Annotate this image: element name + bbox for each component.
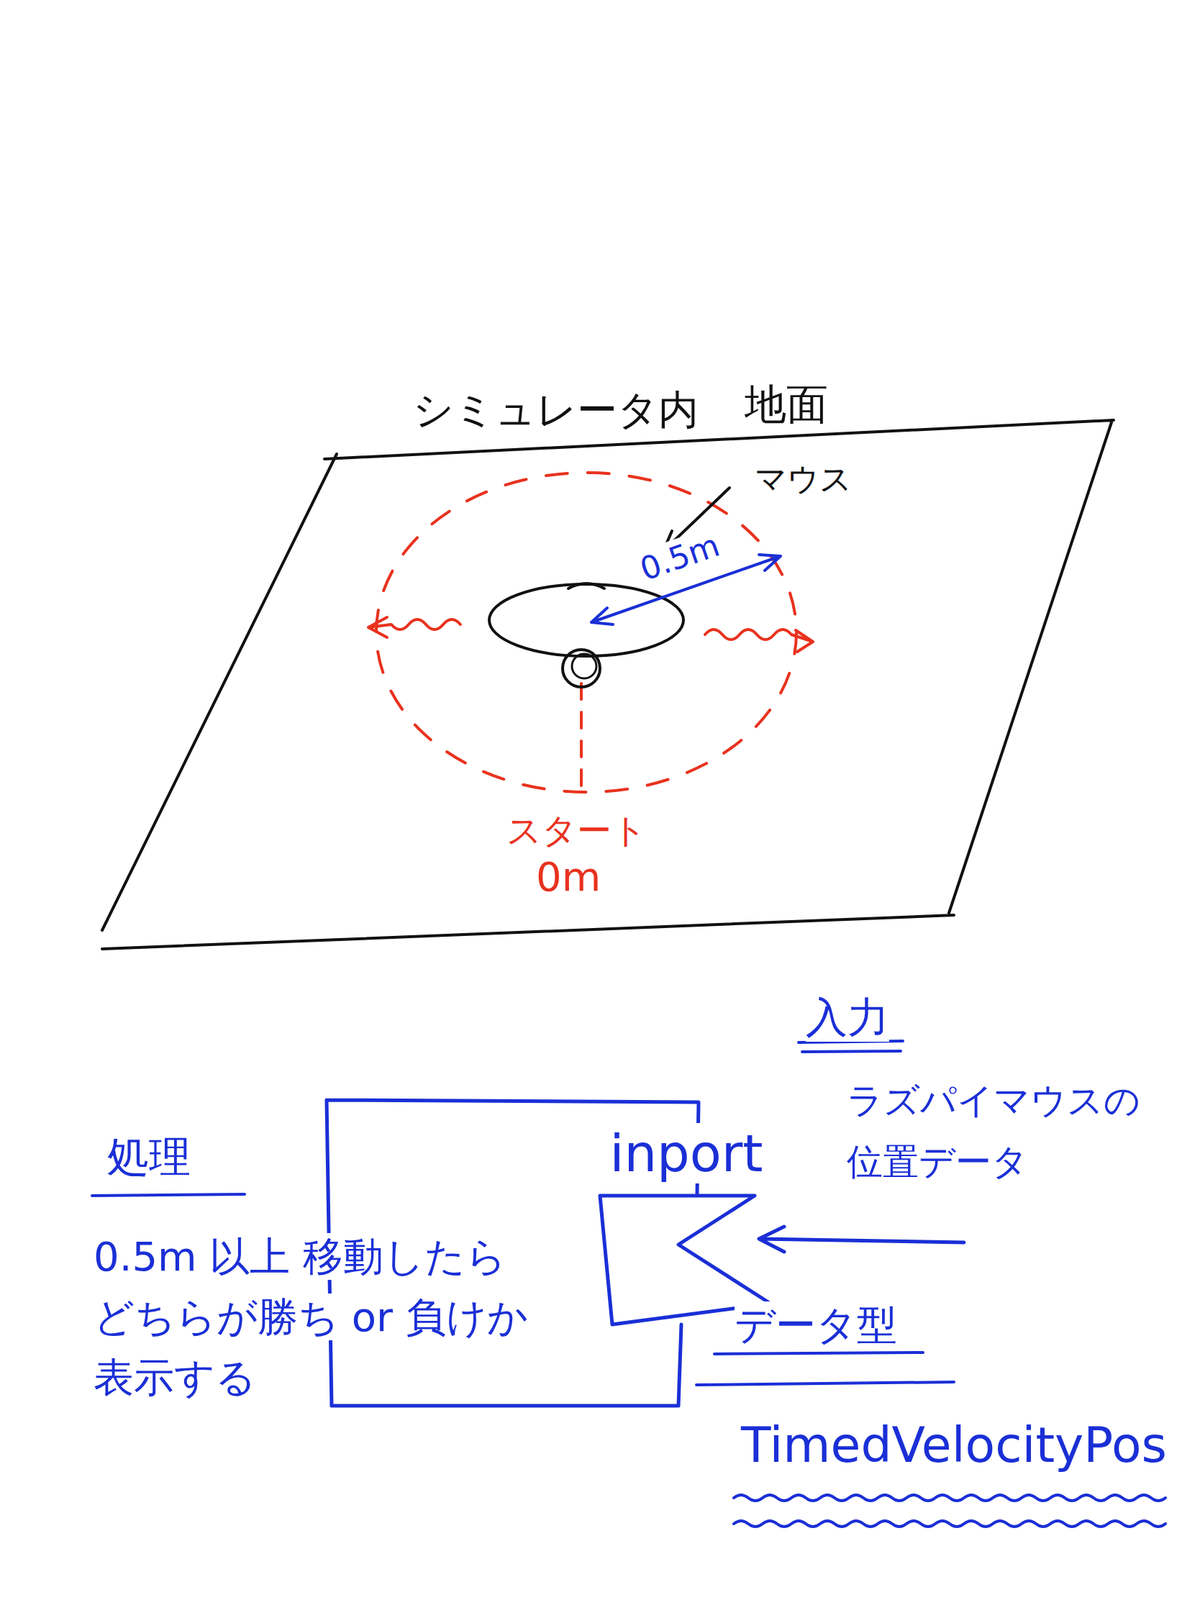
ground-plane xyxy=(102,420,1114,949)
label: スタート xyxy=(506,810,647,852)
port-label: inport xyxy=(609,1123,763,1184)
label: 0.5m 以上 移動したら どちらが勝ち or 負けか 表示する xyxy=(93,1226,557,1408)
label-text: 地面 xyxy=(744,379,829,429)
label: データ型 xyxy=(734,1300,898,1349)
mouse-top xyxy=(568,583,605,589)
label-text: 処理 xyxy=(107,1132,191,1182)
label-text: TimedVelocityPos xyxy=(741,1416,1167,1474)
label-text: 0.5m 以上 移動したら どちらが勝ち or 負けか 表示する xyxy=(93,1233,529,1401)
label: TimedVelocityPos xyxy=(741,1415,1167,1475)
label-text: シミュレータ内 xyxy=(412,386,699,434)
wavy-arrow xyxy=(368,617,461,638)
label: 地面 xyxy=(744,379,829,431)
label: 処理 xyxy=(107,1132,191,1183)
mouse-wheel xyxy=(562,649,600,688)
label-text: スタート xyxy=(506,810,647,851)
mouse-wheel xyxy=(571,653,597,679)
wavy-underline xyxy=(733,1520,1166,1527)
label: 0m xyxy=(535,852,601,901)
input-arrow xyxy=(758,1226,965,1252)
label: ラズパイマウスの 位置データ xyxy=(846,1070,1157,1193)
underline xyxy=(798,1041,903,1052)
label-text: 0m xyxy=(535,853,601,900)
range-circle xyxy=(376,472,797,793)
underline xyxy=(696,1352,954,1385)
label: 入力 xyxy=(805,992,890,1044)
wavy-arrow xyxy=(705,629,813,652)
mouse-body xyxy=(489,584,684,657)
label-text: マウス xyxy=(754,460,852,498)
inport-box: inport xyxy=(600,1122,773,1328)
label-text: ラズパイマウスの 位置データ xyxy=(846,1079,1141,1183)
start-line xyxy=(579,683,583,792)
underline xyxy=(92,1194,245,1196)
label-text: データ型 xyxy=(734,1301,898,1349)
label: シミュレータ内 xyxy=(412,385,699,434)
port-label-row: inport xyxy=(600,1122,773,1185)
label: マウス xyxy=(754,460,852,499)
wavy-underline xyxy=(733,1494,1166,1501)
label-text: 入力 xyxy=(805,992,890,1042)
